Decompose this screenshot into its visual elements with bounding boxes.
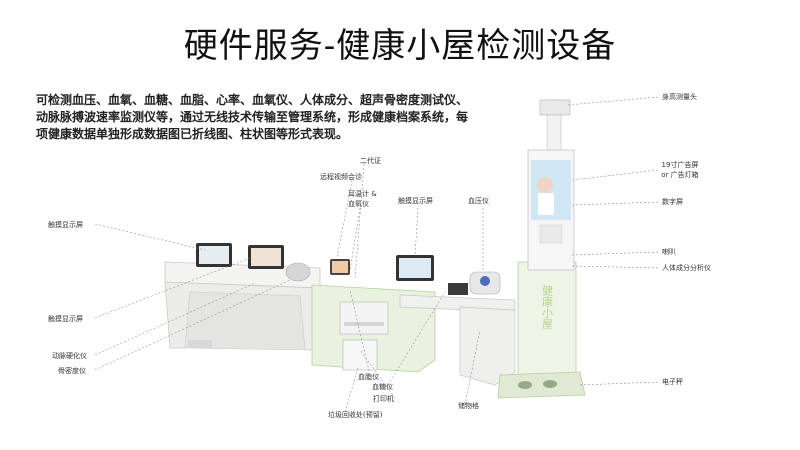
label-body-composition: 人体成分分析仪: [662, 264, 711, 272]
page-title: 硬件服务-健康小屋检测设备: [183, 26, 617, 66]
label-touch-screen-mid: 触摸显示屏: [398, 197, 433, 205]
description: 可检测血压、血氧、血糖、血脂、心率、血氧仪、人体成分、超声骨密度测试仪、 动脉脉…: [36, 92, 496, 143]
label-trash: 垃圾回收处(预留): [328, 411, 383, 419]
description-line-2: 动脉脉搏波速率监测仪等，通过无线技术传输至管理系统，形成健康档案系统，每: [36, 110, 469, 124]
label-storage: 储物格: [458, 402, 479, 410]
label-digital-screen: 数字屏: [662, 198, 683, 206]
label-bone-density: 骨密度仪: [58, 367, 86, 375]
label-ear-thermo: 耳温计 &血氧仪: [348, 190, 377, 208]
description-line-3: 项健康数据单独形成数据图已折线图、柱状图等形式表现。: [36, 127, 349, 141]
label-height-head: 身高测量头: [662, 93, 697, 101]
label-lipid: 血脂仪: [358, 373, 379, 381]
label-touch-screen-left2: 触摸显示屏: [48, 315, 83, 323]
description-line-1: 可检测血压、血氧、血糖、血脂、心率、血氧仪、人体成分、超声骨密度测试仪、: [36, 93, 469, 107]
label-printer: 打印机: [373, 395, 394, 403]
label-ad-screen: 19寸广告屏 or 广告灯箱: [661, 161, 699, 179]
label-arterial: 动脉硬化仪: [52, 352, 87, 360]
label-id-card: 二代证: [360, 157, 381, 165]
label-bp-monitor: 血压仪: [468, 197, 489, 205]
label-glucose: 血糖仪: [372, 383, 393, 391]
label-video-consult: 远程视频会诊: [320, 173, 362, 181]
kiosk-logo: 健康小屋: [541, 285, 554, 330]
label-speaker: 喇叭: [662, 248, 676, 256]
label-touch-screen-left: 触摸显示屏: [48, 221, 83, 229]
label-scale: 电子秤: [662, 378, 683, 386]
